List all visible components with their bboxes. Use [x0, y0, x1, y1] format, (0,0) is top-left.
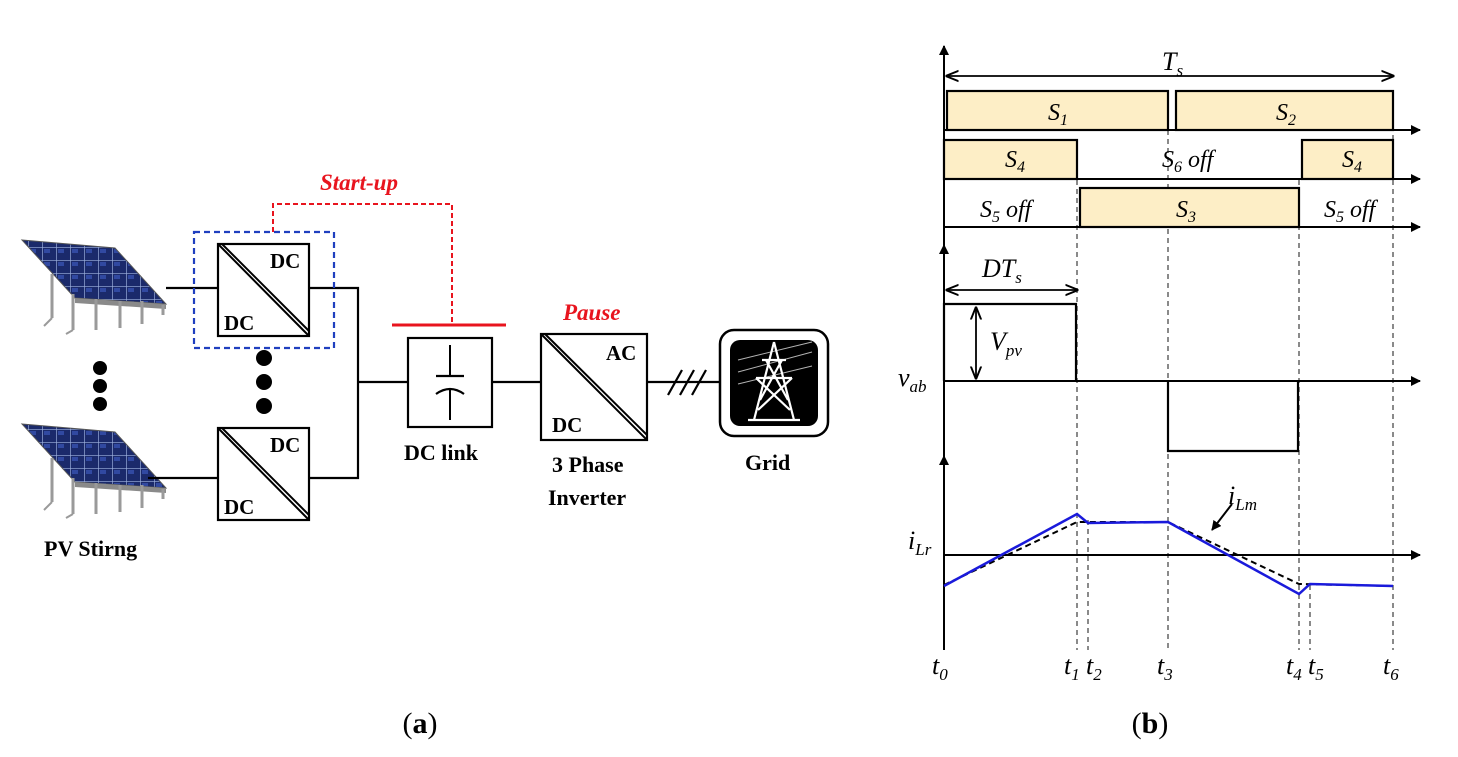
- gate-row-3: S5 off S3 S5 off: [944, 186, 1421, 232]
- startup-label: Start-up: [320, 170, 398, 195]
- three-phase-inverter: AC DC: [539, 332, 649, 442]
- gate-s4-second: [1300, 138, 1395, 181]
- pv-panel-top: [20, 239, 168, 335]
- inverter-label-line1: 3 Phase: [552, 452, 624, 477]
- gate-s3: [1078, 186, 1301, 229]
- caption-b: (b): [1132, 707, 1169, 740]
- startup-path: [272, 203, 453, 325]
- inverter-input-label: DC: [552, 413, 582, 437]
- pv-string-label: PV Stirng: [44, 536, 137, 561]
- gate-s4-second-label: S4: [1342, 147, 1362, 176]
- converter-top-input-label: DC: [224, 311, 254, 335]
- panel-b: Ts S1 S2 S4 S6 off S4 S5 off S3 S5 off: [898, 45, 1421, 740]
- gate-s4-first-label: S4: [1005, 147, 1025, 176]
- converter-top-output-label: DC: [270, 249, 300, 273]
- converter-bottom-output-label: DC: [270, 433, 300, 457]
- ilm-label: iLm: [1228, 481, 1257, 514]
- pv-dots: [93, 361, 107, 411]
- ilm-waveform: [943, 521, 1394, 587]
- dc-link-label: DC link: [404, 440, 479, 465]
- gate-s3-label: S3: [1176, 197, 1196, 226]
- dc-link-capacitor: [406, 336, 494, 429]
- vpv-label: Vpv: [990, 327, 1022, 360]
- gate-s1-label: S1: [1048, 100, 1068, 129]
- gate-row-2: S4 S6 off S4: [942, 138, 1421, 184]
- grid-tower-icon: [718, 328, 830, 438]
- gate-row-1: S1 S2: [944, 89, 1421, 135]
- dcdc-converter-top: DC DC: [216, 242, 311, 338]
- gate-s1: [945, 89, 1170, 132]
- gate-s4-first: [942, 138, 1079, 181]
- converter-bottom-input-label: DC: [224, 495, 254, 519]
- pv-panel-bottom: [20, 423, 168, 519]
- startup-converter-selection: [192, 230, 336, 350]
- gate-s2: [1174, 89, 1395, 132]
- time-label-t2: t2: [1086, 651, 1102, 684]
- ilm-pointer: [1211, 503, 1233, 531]
- inverter-label-line2: Inverter: [548, 485, 626, 510]
- time-label-t0: t0: [932, 651, 948, 684]
- ilr-waveform: [943, 512, 1394, 596]
- panel-a: DC DC DC DC Start-up DC link AC DC: [20, 170, 830, 740]
- vab-waveform: [942, 302, 1300, 453]
- vab-label: vab: [898, 363, 927, 396]
- gate-s2-label: S2: [1276, 100, 1296, 129]
- ilr-label: iLr: [908, 526, 932, 559]
- time-label-t6: t6: [1383, 651, 1399, 684]
- pause-label: Pause: [562, 300, 621, 325]
- caption-a: (a): [403, 707, 438, 740]
- period-label: Ts: [1162, 47, 1183, 80]
- duty-label: DTs: [981, 254, 1022, 287]
- time-label-t1: t1: [1064, 651, 1080, 684]
- gate-s5-off-first-label: S5 off: [980, 197, 1035, 226]
- time-label-t4: t4: [1286, 651, 1302, 684]
- gate-s6-off-label: S6 off: [1162, 147, 1217, 176]
- inverter-output-label: AC: [606, 341, 636, 365]
- time-label-t5: t5: [1308, 651, 1324, 684]
- dcdc-converter-bottom: DC DC: [216, 426, 311, 522]
- time-labels: t0 t1 t2 t3 t4 t5 t6: [932, 651, 1399, 684]
- gate-s5-off-second-label: S5 off: [1324, 197, 1379, 226]
- grid-label: Grid: [745, 450, 790, 475]
- time-label-t3: t3: [1157, 651, 1173, 684]
- converter-dots: [256, 350, 272, 414]
